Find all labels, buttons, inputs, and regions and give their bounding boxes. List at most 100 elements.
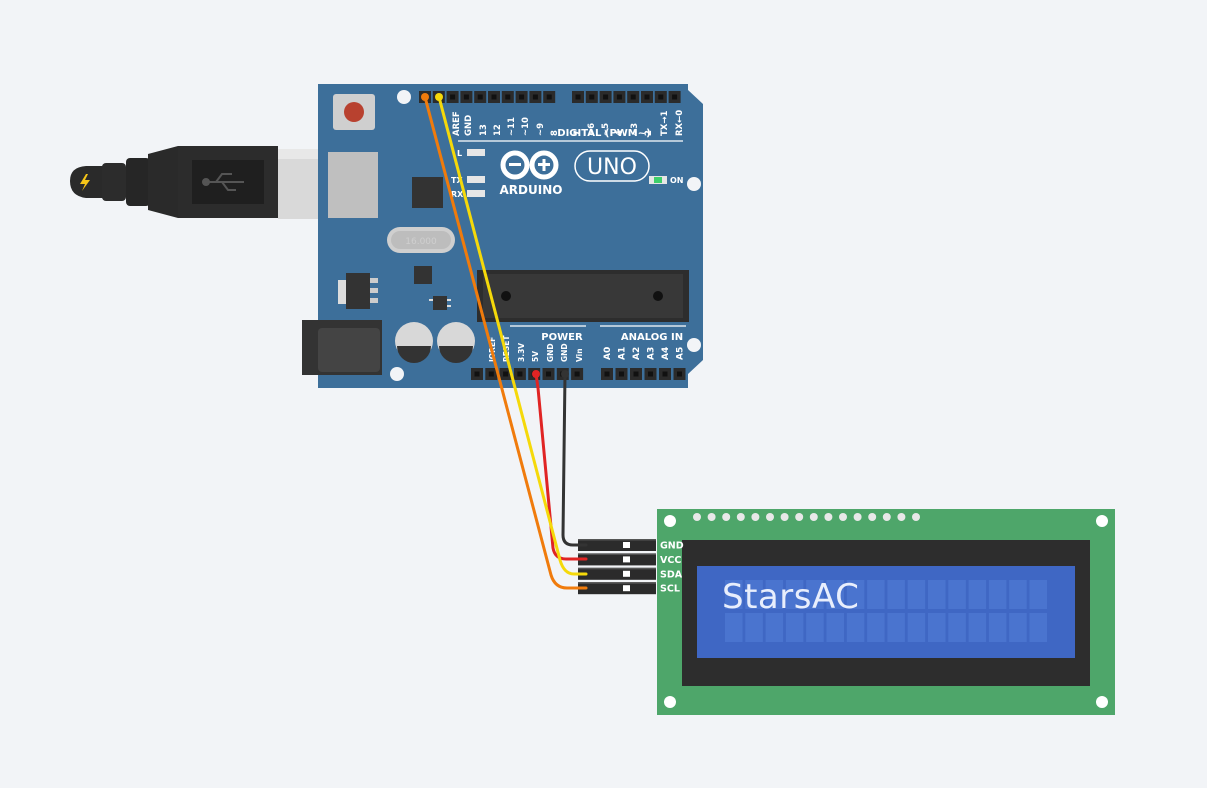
- lcd-cell: [887, 613, 905, 642]
- analog-pin-header[interactable]: [601, 368, 686, 380]
- digital-pin-b-hole-0: [575, 94, 581, 100]
- digital-pin-label: ~9: [536, 123, 546, 136]
- lightning-icon: [80, 174, 90, 191]
- lcd-pin-contact: [623, 585, 630, 592]
- digital-pin-b-hole-3: [616, 94, 622, 100]
- wire-sda[interactable]: [437, 95, 588, 576]
- lcd-top-pin: [707, 513, 716, 521]
- lcd-character-cells: [725, 580, 1047, 642]
- wires: [421, 93, 588, 590]
- wire-scl[interactable]: [423, 95, 588, 590]
- led-l: L: [457, 149, 485, 158]
- lcd-top-pin: [912, 513, 920, 521]
- lcd-pin-edge: [578, 582, 656, 584]
- lcd-cell: [846, 580, 865, 609]
- lcd-cell: [948, 580, 966, 609]
- lcd-cell: [1009, 580, 1027, 609]
- lcd-top-pin: [780, 513, 789, 521]
- lcd-cell: [826, 580, 844, 609]
- digital-pin-label: 2: [644, 130, 654, 136]
- led-rx: RX: [451, 190, 485, 199]
- capacitor-2: [437, 322, 475, 363]
- digital-pin-label: ~10: [521, 117, 531, 136]
- lcd-pin-edge: [578, 567, 656, 570]
- wire-gnd[interactable]: [561, 372, 588, 547]
- lcd-cell: [928, 613, 946, 642]
- dc-power-jack[interactable]: [302, 320, 382, 375]
- svg-text:ON: ON: [670, 176, 684, 185]
- lcd-cell: [968, 580, 987, 609]
- digital-pin-hole-7: [519, 94, 525, 100]
- digital-pin-hole-5: [491, 94, 497, 100]
- lcd-pin-scl[interactable]: [578, 582, 656, 595]
- lcd-cell: [907, 580, 926, 609]
- lcd-pin-gnd[interactable]: [578, 539, 656, 551]
- digital-pin-hole-9: [546, 94, 552, 100]
- lcd-pin-edge: [578, 539, 656, 541]
- analog-header-label: ANALOG IN: [621, 332, 683, 343]
- lcd-top-pin-row: [693, 513, 920, 521]
- analog-pin-label: A0: [603, 347, 613, 360]
- lcd-top-pin: [897, 513, 906, 521]
- digital-header-label: DIGITAL (PWM~): [557, 128, 650, 139]
- lcd-top-pin: [736, 513, 745, 521]
- digital-pin-b-hole-4: [630, 94, 636, 100]
- svg-text:L: L: [457, 149, 462, 158]
- reset-button[interactable]: [333, 94, 375, 130]
- lcd-cell: [928, 580, 946, 609]
- lcd-top-pin: [824, 513, 833, 521]
- power-pin-label: 5V: [531, 351, 540, 362]
- digital-pin-header[interactable]: [419, 91, 681, 103]
- digital-pin-label: 8: [550, 130, 560, 136]
- digital-pin-b-hole-6: [658, 94, 664, 100]
- lcd-cell: [968, 613, 987, 642]
- digital-pin-label: ~6: [587, 123, 597, 136]
- lcd-cell: [948, 613, 966, 642]
- digital-pin-b-hole-2: [603, 94, 609, 100]
- wire-vcc[interactable]: [534, 372, 588, 561]
- digital-pin-hole-4: [477, 94, 483, 100]
- digital-pin-label: GND: [464, 115, 474, 136]
- digital-pin-b-hole-5: [644, 94, 650, 100]
- analog-pin-hole-2: [633, 371, 639, 377]
- power-pin-label: RESET: [502, 335, 511, 362]
- digital-pin-label: TX→1: [660, 111, 670, 136]
- digital-pin-label: 7: [573, 130, 583, 136]
- analog-pin-hole-5: [677, 371, 682, 377]
- analog-pin-hole-4: [662, 371, 668, 377]
- digital-pin-label: AREF: [452, 111, 462, 136]
- analog-pin-label: A5: [676, 347, 686, 360]
- arduino-logo: ARDUINO UNO: [500, 150, 650, 197]
- digital-pin-b-hole-1: [589, 94, 595, 100]
- lcd-cell: [988, 580, 1007, 609]
- digital-pin-label: 4: [615, 130, 625, 136]
- power-pin-hole-5: [546, 371, 551, 377]
- power-pin-hole-2: [503, 371, 509, 377]
- lcd-top-pin: [693, 513, 701, 521]
- digital-pin-label: ~3: [630, 123, 640, 136]
- voltage-regulator: [338, 273, 378, 309]
- capacitor-1: [395, 322, 433, 363]
- lcd-top-pin: [809, 513, 818, 521]
- lcd-top-pin: [766, 513, 774, 521]
- analog-pin-hole-3: [648, 371, 653, 377]
- tiny-chip: [429, 296, 451, 310]
- lcd-cell: [785, 580, 804, 609]
- analog-pin-label: A2: [632, 347, 642, 360]
- power-pin-label: Vin: [575, 348, 584, 362]
- lcd-cell: [1029, 580, 1047, 609]
- digital-pin-label: ~5: [601, 123, 611, 136]
- lcd-pin-vcc[interactable]: [578, 553, 656, 566]
- led-tx: TX: [451, 176, 485, 185]
- lcd-cell: [725, 580, 743, 609]
- lcd-top-pin: [868, 513, 877, 521]
- svg-text:RX: RX: [451, 190, 464, 199]
- lcd-cell: [725, 613, 743, 642]
- lcd-pin-contact: [623, 570, 630, 577]
- lcd-pin-label: VCC: [660, 555, 681, 566]
- lcd-pin-sda[interactable]: [578, 567, 656, 580]
